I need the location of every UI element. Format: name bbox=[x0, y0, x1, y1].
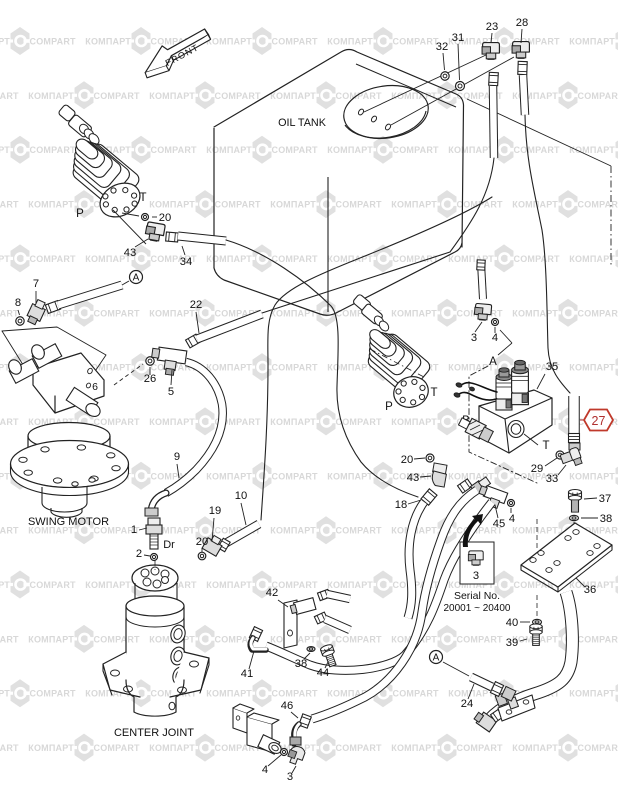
svg-text:34: 34 bbox=[180, 256, 192, 268]
svg-text:23: 23 bbox=[486, 21, 498, 33]
svg-text:26: 26 bbox=[144, 373, 156, 385]
svg-text:T: T bbox=[542, 440, 549, 452]
svg-text:7: 7 bbox=[33, 278, 39, 290]
svg-text:T: T bbox=[430, 387, 437, 399]
svg-text:46: 46 bbox=[281, 700, 293, 712]
svg-text:2: 2 bbox=[136, 548, 142, 560]
svg-text:A: A bbox=[133, 273, 140, 284]
svg-text:29: 29 bbox=[531, 463, 543, 475]
svg-text:40: 40 bbox=[506, 617, 518, 629]
svg-text:36: 36 bbox=[584, 584, 596, 596]
svg-text:4: 4 bbox=[492, 332, 498, 344]
svg-text:4: 4 bbox=[262, 764, 268, 776]
svg-text:20: 20 bbox=[401, 454, 413, 466]
svg-text:20: 20 bbox=[196, 536, 208, 548]
svg-text:37: 37 bbox=[599, 493, 611, 505]
svg-text:35: 35 bbox=[546, 361, 558, 373]
svg-text:31: 31 bbox=[452, 32, 464, 44]
svg-text:33: 33 bbox=[546, 473, 558, 485]
svg-text:20001 ~ 20400: 20001 ~ 20400 bbox=[443, 603, 510, 614]
svg-text:24: 24 bbox=[461, 698, 473, 710]
svg-text:18: 18 bbox=[395, 499, 407, 511]
svg-text:9: 9 bbox=[174, 451, 180, 463]
svg-text:CENTER JOINT: CENTER JOINT bbox=[114, 727, 194, 739]
svg-text:OIL TANK: OIL TANK bbox=[278, 117, 327, 129]
svg-text:32: 32 bbox=[436, 41, 448, 53]
svg-text:8: 8 bbox=[15, 297, 21, 309]
svg-text:38: 38 bbox=[600, 513, 612, 525]
svg-text:43: 43 bbox=[407, 472, 419, 484]
svg-text:10: 10 bbox=[235, 490, 247, 502]
svg-text:20: 20 bbox=[159, 212, 171, 224]
svg-text:27: 27 bbox=[592, 414, 606, 428]
svg-text:4: 4 bbox=[509, 513, 515, 525]
svg-text:T: T bbox=[139, 192, 146, 204]
svg-text:SWING MOTOR: SWING MOTOR bbox=[28, 516, 109, 528]
svg-text:28: 28 bbox=[516, 17, 528, 29]
svg-text:A: A bbox=[433, 653, 440, 664]
svg-text:42: 42 bbox=[266, 587, 278, 599]
svg-text:3: 3 bbox=[471, 332, 477, 344]
svg-text:3: 3 bbox=[473, 570, 479, 582]
svg-text:P: P bbox=[385, 401, 393, 413]
svg-text:6: 6 bbox=[92, 381, 98, 393]
svg-text:3: 3 bbox=[287, 771, 293, 783]
svg-text:22: 22 bbox=[190, 299, 202, 311]
svg-text:P: P bbox=[76, 208, 84, 220]
svg-text:Serial No.: Serial No. bbox=[454, 590, 500, 602]
svg-text:44: 44 bbox=[317, 667, 329, 679]
svg-text:1: 1 bbox=[131, 524, 137, 536]
svg-text:45: 45 bbox=[493, 518, 505, 530]
svg-text:41: 41 bbox=[241, 668, 253, 680]
svg-text:A: A bbox=[489, 356, 497, 368]
svg-text:Dr: Dr bbox=[163, 539, 175, 551]
svg-text:5: 5 bbox=[168, 386, 174, 398]
svg-text:38: 38 bbox=[295, 658, 307, 670]
svg-text:19: 19 bbox=[209, 505, 221, 517]
svg-text:39: 39 bbox=[506, 637, 518, 649]
svg-text:43: 43 bbox=[124, 247, 136, 259]
